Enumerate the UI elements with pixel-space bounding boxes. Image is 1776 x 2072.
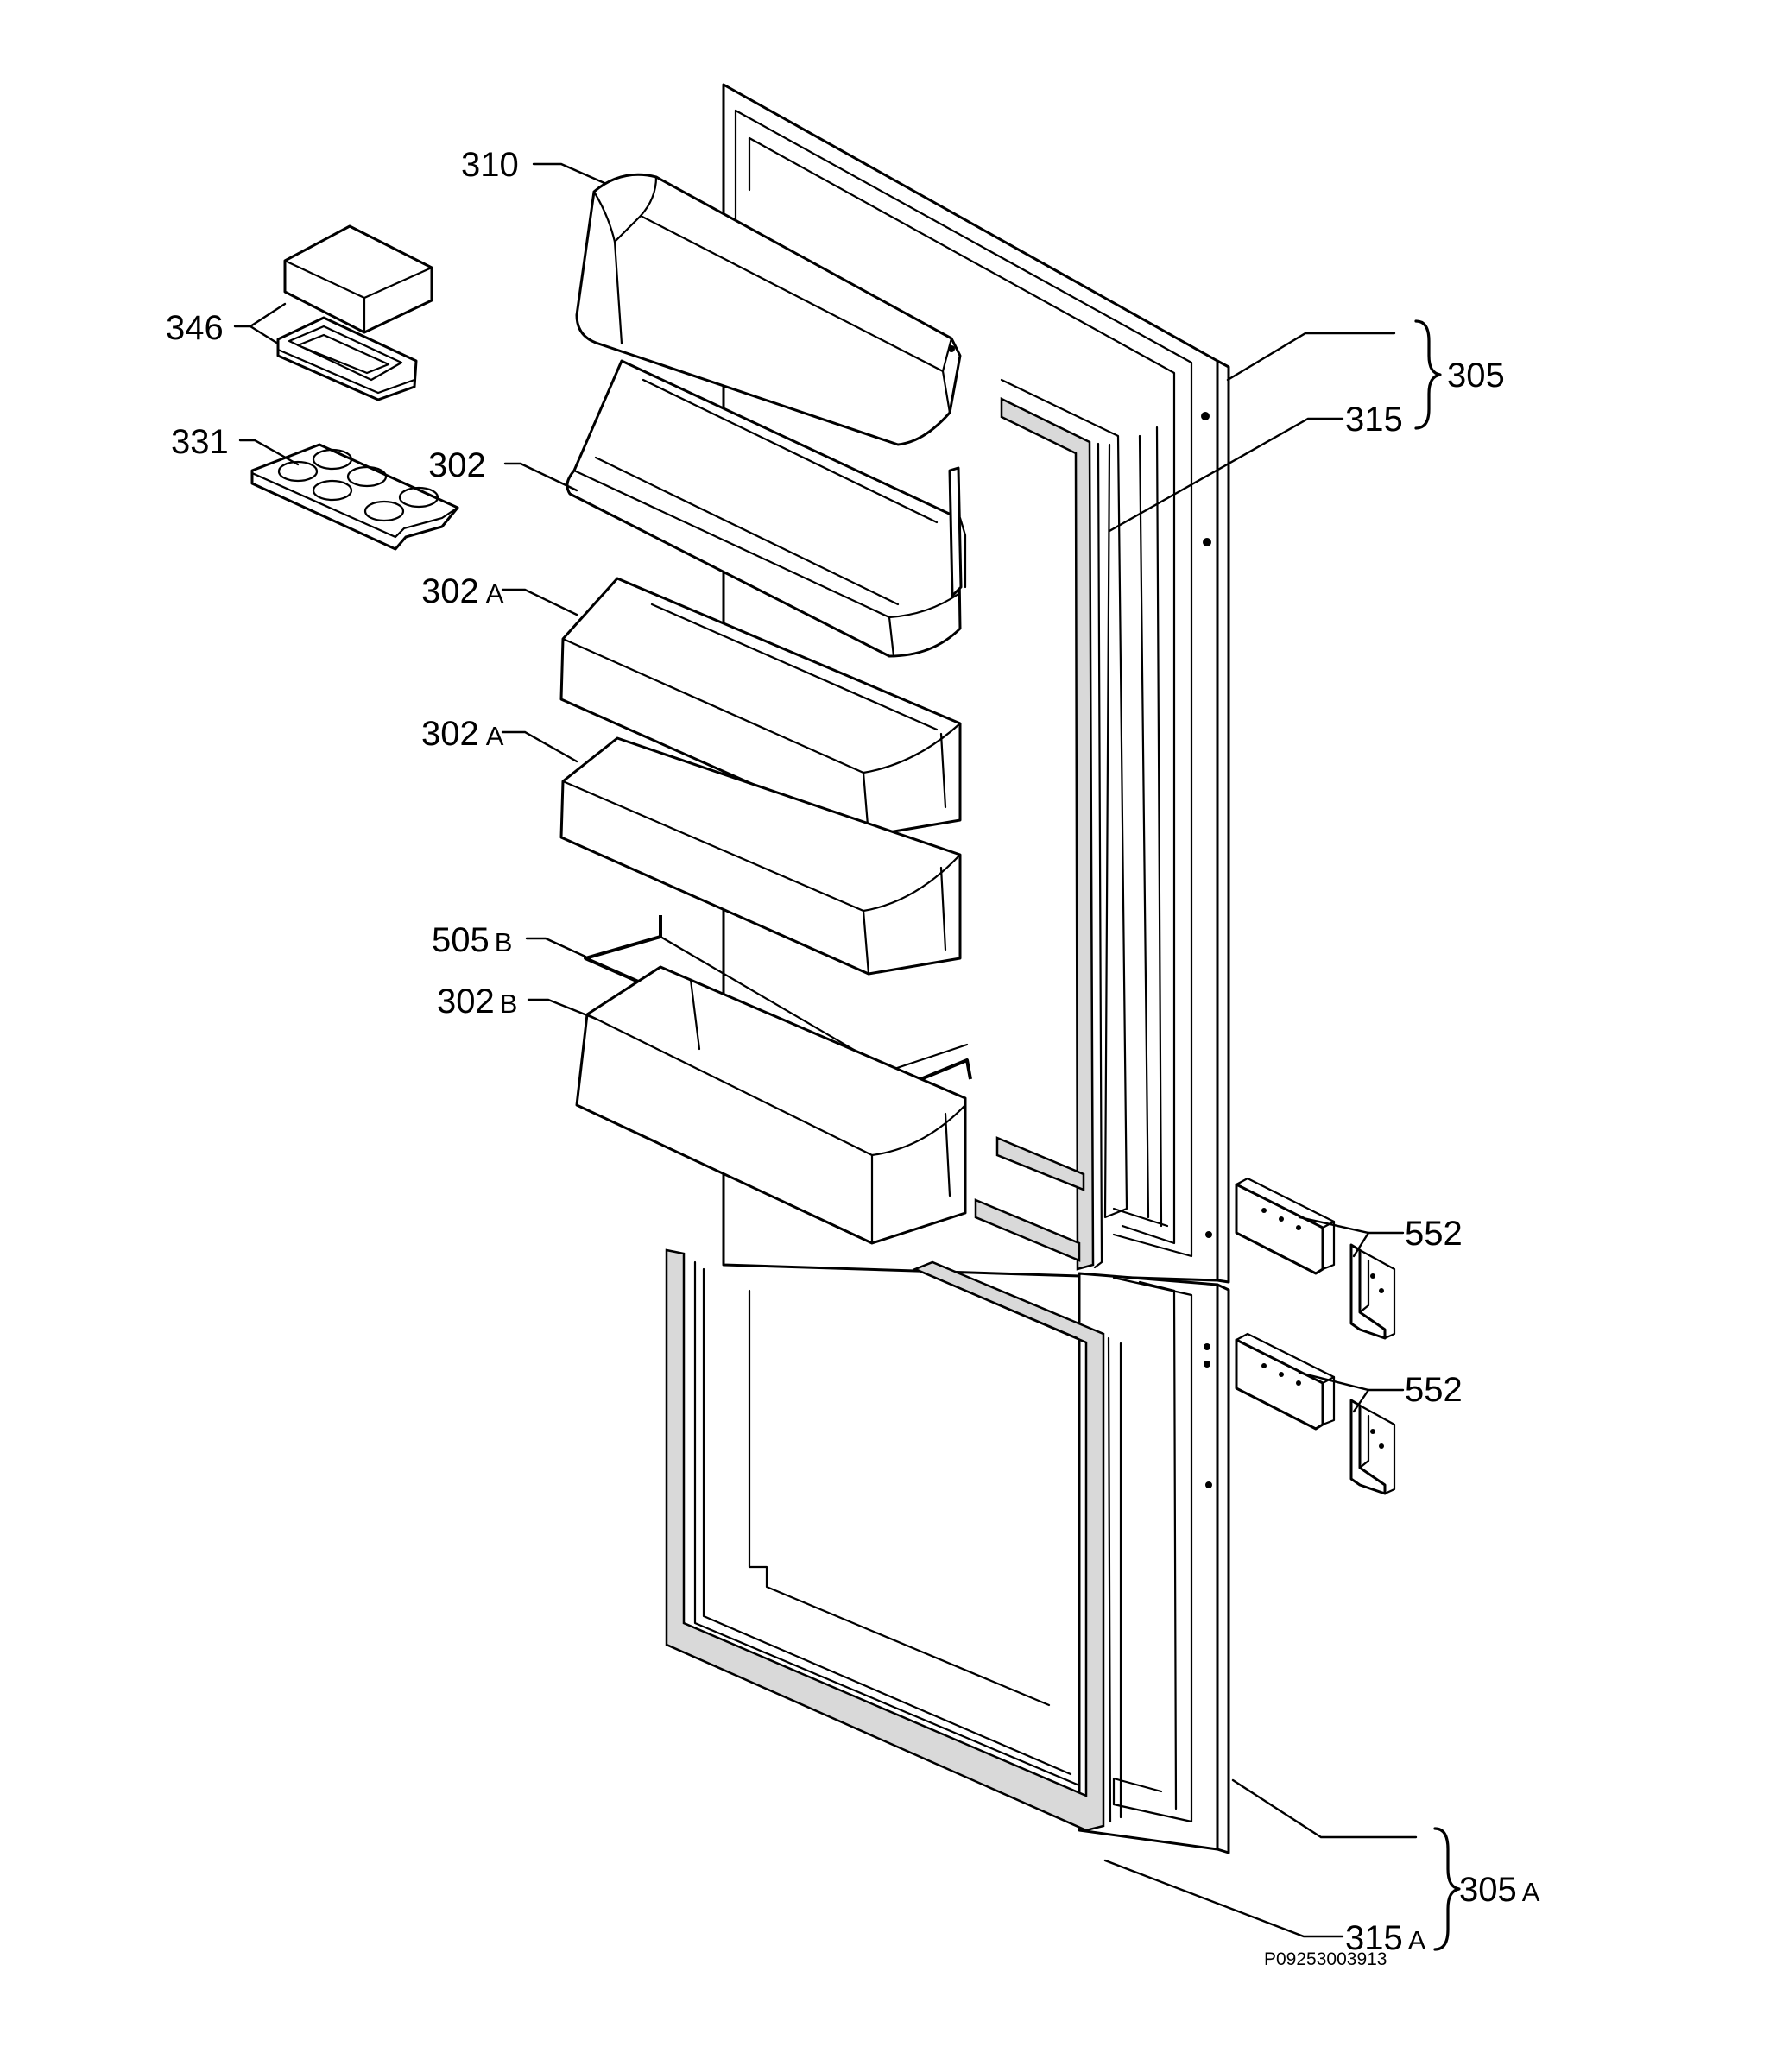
leader-lines bbox=[233, 162, 1418, 1938]
part-552-upper-hinge bbox=[1235, 1177, 1396, 1340]
part-331-egg-tray bbox=[250, 443, 459, 551]
label-315: 315 bbox=[1345, 401, 1403, 439]
part-552-lower-hinge bbox=[1235, 1332, 1396, 1495]
braces bbox=[1414, 319, 1461, 1951]
label-310: 310 bbox=[461, 146, 519, 184]
label-346: 346 bbox=[166, 309, 224, 347]
label-331: 331 bbox=[171, 423, 229, 461]
label-552-2: 552 bbox=[1405, 1371, 1463, 1409]
brace-305A bbox=[1433, 1827, 1461, 1951]
label-302: 302 bbox=[428, 446, 486, 484]
part-302-dairy-tray bbox=[566, 359, 967, 658]
label-552-1: 552 bbox=[1405, 1215, 1463, 1253]
part-302A-lower-shelf bbox=[559, 736, 962, 976]
reference-code: P09253003913 bbox=[1264, 1949, 1387, 1969]
label-305: 305 bbox=[1447, 357, 1505, 395]
lower-door bbox=[665, 1248, 1230, 1854]
part-346-butter-dish bbox=[276, 224, 433, 401]
brace-305 bbox=[1414, 319, 1442, 430]
part-310-dairy-lid bbox=[575, 173, 962, 446]
